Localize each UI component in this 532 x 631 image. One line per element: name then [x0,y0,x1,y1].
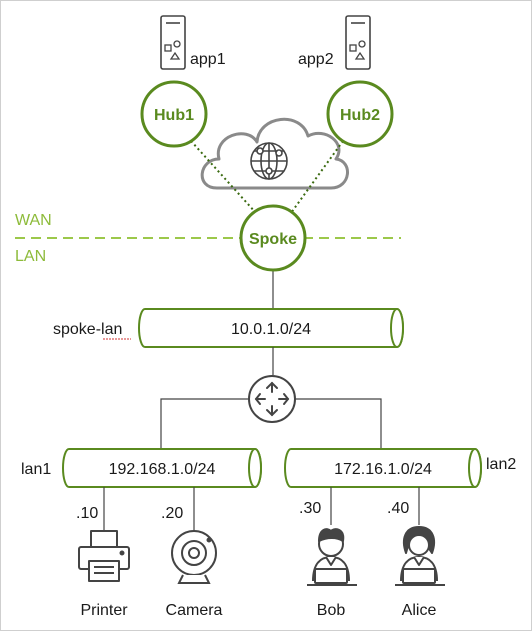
lan1-subnet: 192.168.1.0/24 [109,461,216,478]
device-label-printer: Printer [80,602,128,619]
lan1-name: lan1 [21,461,51,478]
spoke-label: Spoke [249,231,297,248]
spoke-node: Spoke [239,204,307,272]
server-app2: app2 [298,15,371,70]
hub1-label: Hub1 [154,107,194,124]
host-alice: .40 [387,500,409,517]
server-label: app2 [298,51,334,68]
server-app1: app1 [160,15,226,70]
camera-icon [171,530,217,584]
hub2-label: Hub2 [340,107,380,124]
lan-label: LAN [15,248,46,265]
device-label-bob: Bob [317,602,346,619]
tunnel-hub1 [190,140,257,214]
host-printer: .10 [76,505,98,522]
globe-network-icon [250,142,288,180]
spoke-lan-segment: 10.0.1.0/24 [138,308,404,348]
device-label-alice: Alice [402,602,437,619]
host-bob: .30 [299,500,321,517]
host-camera: .20 [161,505,183,522]
server-icon [345,15,371,70]
spoke-lan-name: spoke-lan [53,321,122,338]
user-female-icon [395,526,445,586]
lan1-segment: 192.168.1.0/24 [62,448,262,488]
wan-label: WAN [15,212,52,229]
spoke-lan-subnet: 10.0.1.0/24 [231,321,311,338]
user-male-icon [307,528,357,586]
internet-cloud [200,118,349,190]
server-icon [160,15,186,70]
hub1-node: Hub1 [140,80,208,148]
lan2-subnet: 172.16.1.0/24 [334,461,432,478]
router-icon [248,375,296,423]
hub2-node: Hub2 [326,80,394,148]
printer-icon [78,530,130,582]
lan2-segment: 172.16.1.0/24 [284,448,482,488]
lan2-name: lan2 [486,456,516,473]
device-label-camera: Camera [166,602,223,619]
server-label: app1 [190,51,226,68]
